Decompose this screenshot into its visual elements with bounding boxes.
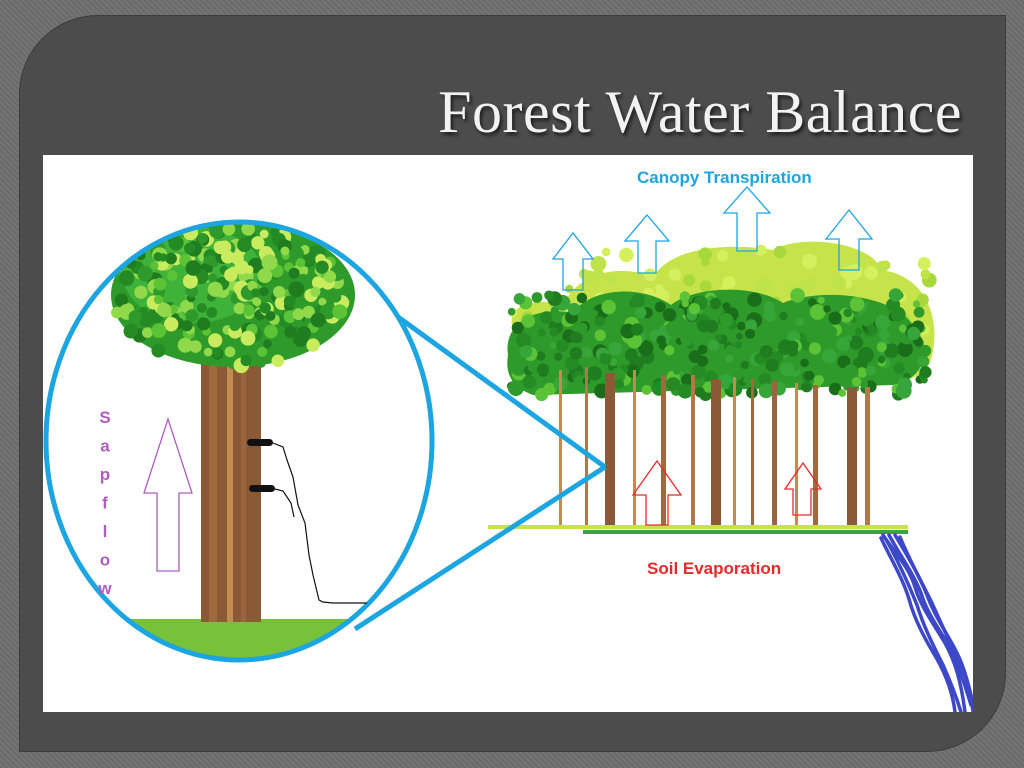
forest-diagram: Canopy Transpiration Soil Evaporation (43, 155, 973, 712)
sapflow-sensor-lower (249, 485, 275, 492)
stream (879, 533, 973, 712)
slide-title: Forest Water Balance (438, 79, 962, 145)
lens-outline (43, 219, 435, 663)
lens-grass (123, 619, 363, 660)
sapflow-arrow (143, 416, 193, 572)
sapflow-letter: p (100, 465, 110, 484)
transpiration-arrows (551, 186, 874, 291)
transpiration-arrow (722, 186, 772, 252)
transpiration-arrow (824, 208, 874, 271)
sensor-cable-2 (274, 488, 295, 518)
sapflow-letter: S (99, 408, 110, 427)
lens-connector-top (363, 290, 607, 470)
evaporation-arrows (631, 459, 823, 526)
sapflow-sensor-upper (247, 439, 273, 446)
transpiration-arrow (551, 231, 595, 291)
evaporation-arrow (631, 459, 683, 526)
canopy-transpiration-label: Canopy Transpiration (637, 168, 812, 187)
sapflow-letter: w (97, 579, 112, 598)
diagram-canvas: Canopy Transpiration Soil Evaporation (43, 168, 973, 712)
forest-stand (488, 241, 937, 534)
sensor-cable (272, 442, 367, 604)
sapflow-letter: a (100, 437, 110, 456)
sapflow-letter: f (102, 494, 108, 513)
evaporation-arrow (783, 461, 823, 516)
sapflow-letter: o (100, 551, 110, 570)
transpiration-arrow (623, 213, 671, 274)
tree-trunks (559, 367, 870, 527)
sapflow-letter: l (103, 522, 108, 541)
soil-evaporation-label: Soil Evaporation (647, 559, 781, 578)
lens-connector-bottom (353, 464, 607, 632)
lens-crown (111, 222, 355, 374)
